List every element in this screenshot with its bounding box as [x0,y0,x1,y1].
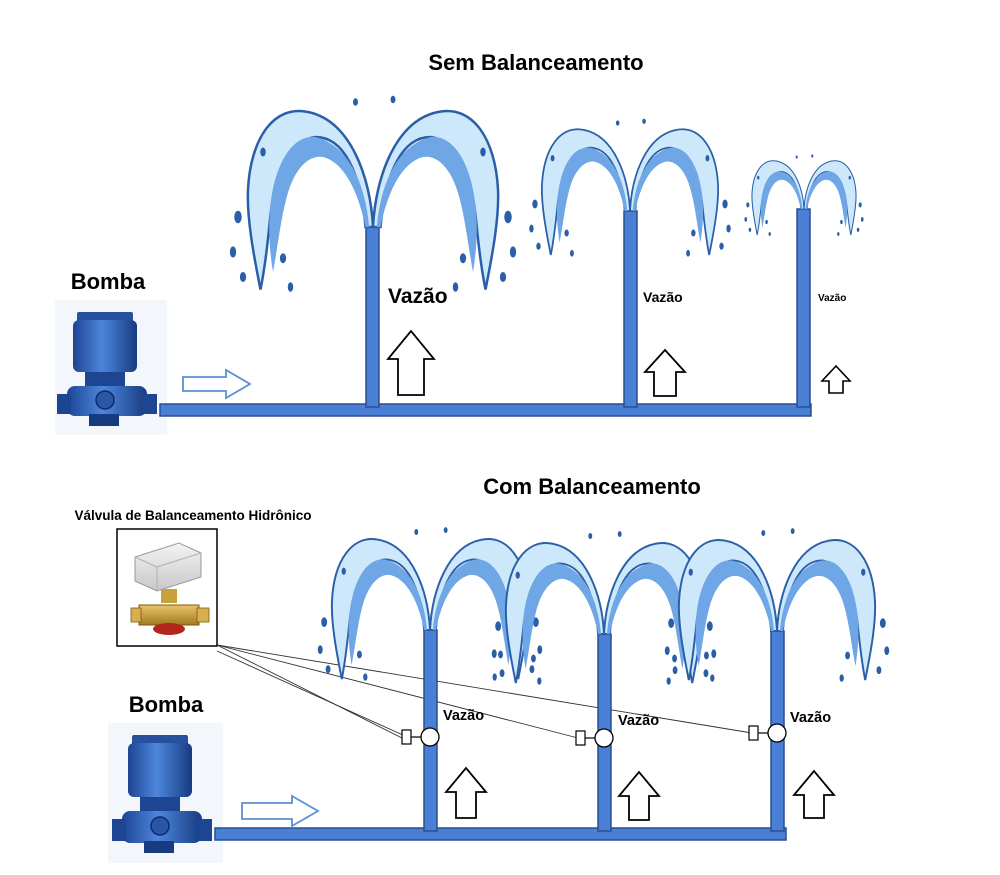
valve-icon [575,728,614,748]
top-flow-label-1: Vazão [388,285,448,308]
valve-caption: Válvula de Balanceamento Hidrônico [74,508,311,523]
flow-arrow-icon [241,794,320,828]
bottom-flow-label-1: Vazão [443,708,484,724]
bottom-section: Com Balanceamento Válvula de Balanceamen… [74,474,891,863]
flow-arrow-icon [444,766,488,819]
top-section: Sem Balanceamento Bomba [55,50,865,435]
bottom-flow-label-3: Vazão [790,710,831,726]
flow-arrow-icon [792,769,836,819]
top-riser-3 [796,208,811,408]
valve-leader-lines [216,644,753,739]
pump-icon [55,300,167,435]
flow-arrow-icon [820,364,852,394]
bottom-flow-label-2: Vazão [618,713,659,729]
flow-arrow-icon [642,348,688,397]
top-title: Sem Balanceamento [428,50,643,75]
valve-icon [401,727,440,747]
bottom-main-pipe [214,827,787,841]
valve-icon [748,723,787,743]
balancing-valve-photo [116,528,218,647]
bottom-title: Com Balanceamento [483,474,701,499]
bottom-pump-label: Bomba [129,692,204,717]
top-riser-1 [365,226,380,408]
flow-arrow-icon [182,368,252,400]
top-flow-label-3: Vazão [818,293,846,304]
flow-arrow-icon [617,770,661,821]
top-riser-2 [623,210,638,408]
top-pump-label: Bomba [71,269,146,294]
top-flow-label-2: Vazão [643,289,683,305]
top-main-pipe [159,403,812,417]
flow-arrow-icon [386,329,436,396]
pump-icon [108,723,223,863]
